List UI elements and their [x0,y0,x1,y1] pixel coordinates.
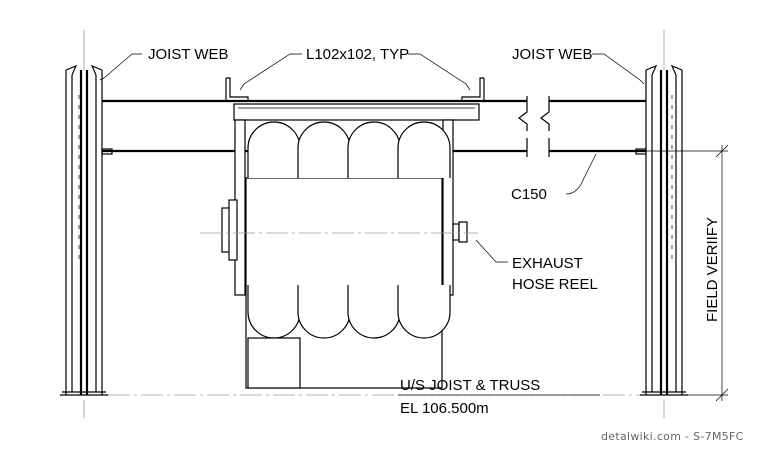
leader-lines [99,53,645,263]
channel-label: C150 [511,186,547,203]
field-verify-label: FIELD VERIIFY [704,217,721,322]
angle-label: L102x102, TYP [306,46,409,63]
watermark: detalwiki.com - S-7M5FC [601,430,744,443]
exhaust-hose-reel [200,119,478,389]
angle-brackets [225,77,485,102]
left-joist [60,30,108,418]
reel-mounting-plate [233,103,480,121]
underside-joist-label: U/S JOIST & TRUSS [400,377,540,394]
hose-reel-label-line2: HOSE REEL [512,276,598,293]
elevation-label: EL 106.500m [400,400,489,417]
joist-web-right-label: JOIST WEB [512,46,593,63]
field-verify-dimension [608,144,729,402]
right-joist [640,30,688,418]
joist-web-left-label: JOIST WEB [148,46,229,63]
hose-reel-label-line1: EXHAUST [512,255,583,272]
